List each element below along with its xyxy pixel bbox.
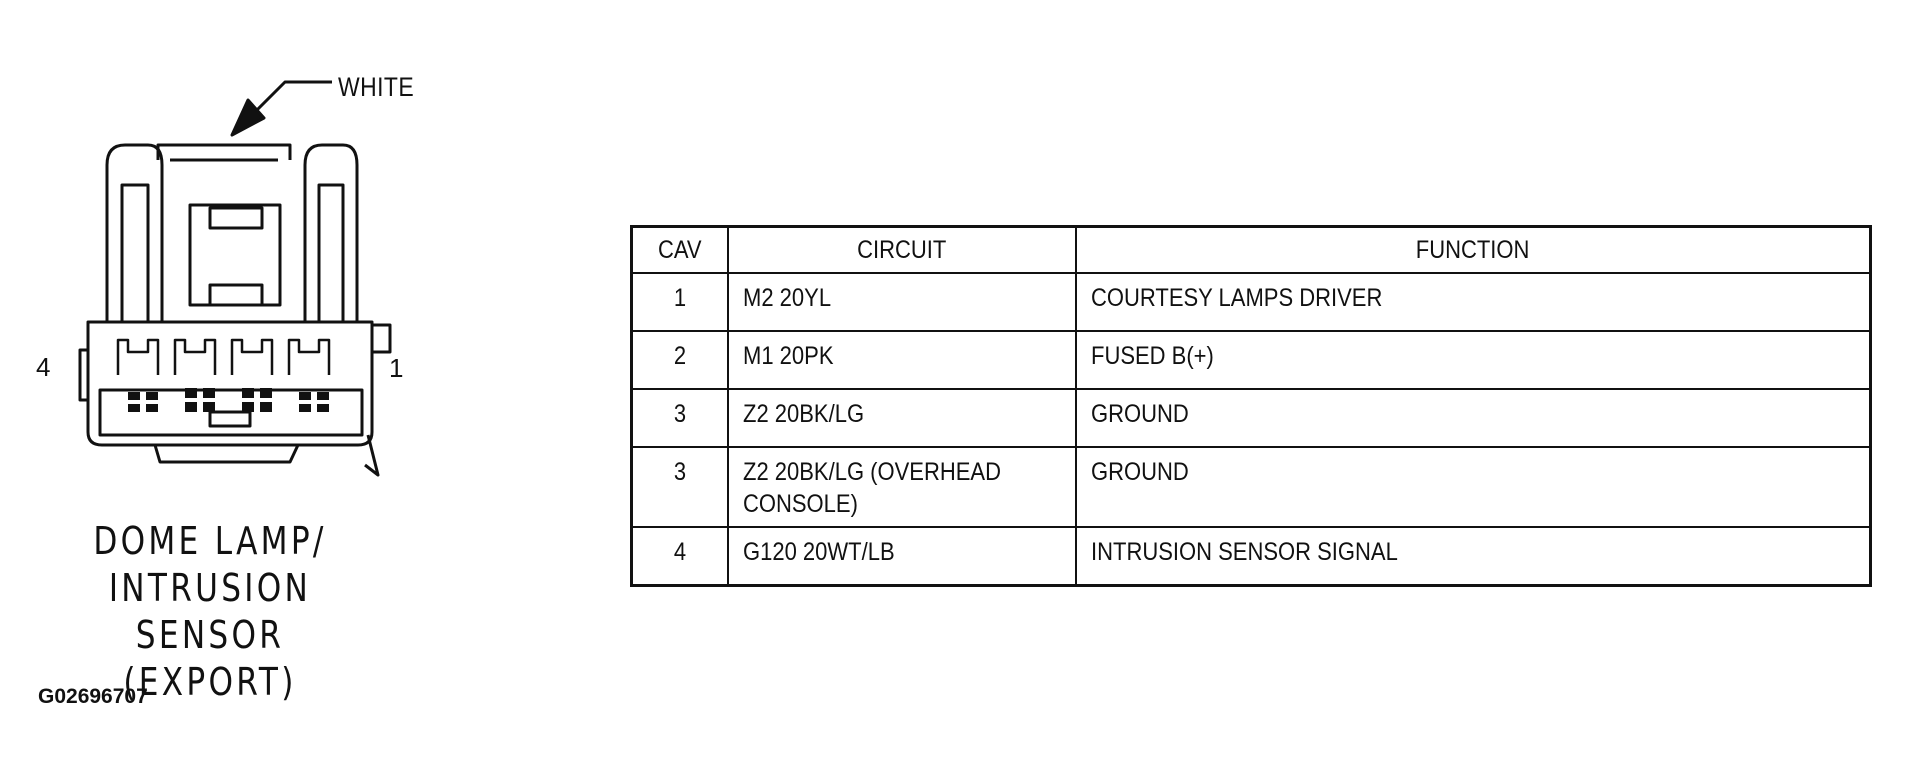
table-row: 3 Z2 20BK/LG GROUND [630, 388, 1872, 448]
cell-circuit: M2 20YL [726, 272, 1077, 332]
table-row: 2 M1 20PK FUSED B(+) [630, 330, 1872, 390]
center-boss [188, 203, 282, 307]
cavity-1 [287, 338, 331, 375]
terminal-cavities [116, 338, 331, 375]
table-row: 1 M2 20YL COURTESY LAMPS DRIVER [630, 272, 1872, 332]
center-boss-slot [208, 283, 264, 307]
cell-function: COURTESY LAMPS DRIVER [1074, 272, 1872, 332]
figure-id: G02696707 [38, 685, 148, 708]
connector-body-inner [98, 388, 364, 437]
bottom-skirt [153, 444, 300, 464]
connector-body [86, 320, 374, 447]
table-row: 4 G120 20WT/LB INTRUSION SENSOR SIGNAL [630, 526, 1872, 587]
pin-number-left: 4 [36, 352, 51, 382]
cell-circuit: M1 20PK [726, 330, 1077, 390]
table-header-row: CAV CIRCUIT FUNCTION [630, 225, 1872, 274]
cell-cav: 3 [630, 446, 729, 528]
center-boss-top [208, 206, 264, 230]
cell-function: INTRUSION SENSOR SIGNAL [1074, 526, 1872, 587]
left-ear [78, 348, 88, 402]
cell-circuit: Z2 20BK/LG [726, 388, 1077, 448]
wire-color-label: WHITE [338, 72, 415, 102]
color-leader-line [253, 80, 332, 114]
cavity-3 [173, 338, 217, 375]
right-latch-inner [317, 183, 345, 322]
header-cav: CAV [630, 225, 729, 274]
cell-cav: 4 [630, 526, 729, 587]
top-cap [156, 143, 292, 160]
cell-circuit: G120 20WT/LB [726, 526, 1077, 587]
color-leader-arrow [230, 98, 266, 137]
cell-function: FUSED B(+) [1074, 330, 1872, 390]
table-row: 3 Z2 20BK/LG (OVERHEAD CONSOLE) GROUND [630, 446, 1872, 528]
connector-name: DOME LAMP/ INTRUSION SENSOR (EXPORT) [20, 518, 400, 706]
connector-name-line-3: (EXPORT) [123, 660, 297, 704]
cell-circuit: Z2 20BK/LG (OVERHEAD CONSOLE) [726, 446, 1077, 528]
cavity-table: CAV CIRCUIT FUNCTION 1 M2 20YL COURTESY … [630, 225, 1872, 587]
cell-function: GROUND [1074, 388, 1872, 448]
center-key [208, 410, 252, 428]
cell-cav: 1 [630, 272, 729, 332]
connector-name-line-2: INTRUSION SENSOR [108, 566, 312, 657]
terminal-blades [128, 388, 329, 412]
cell-cav: 3 [630, 388, 729, 448]
left-latch [105, 143, 164, 322]
pin-number-right: 1 [389, 353, 404, 383]
cell-cav: 2 [630, 330, 729, 390]
cavity-4 [116, 338, 160, 375]
right-ear [372, 323, 392, 354]
cell-function: GROUND [1074, 446, 1872, 528]
cavity-2 [230, 338, 274, 375]
right-latch [303, 143, 359, 322]
header-function: FUNCTION [1074, 225, 1872, 274]
connector-drawing [78, 80, 392, 477]
left-latch-inner [120, 183, 150, 322]
right-tab [364, 434, 380, 477]
header-circuit: CIRCUIT [726, 225, 1077, 274]
connector-name-line-1: DOME LAMP/ [93, 519, 327, 563]
